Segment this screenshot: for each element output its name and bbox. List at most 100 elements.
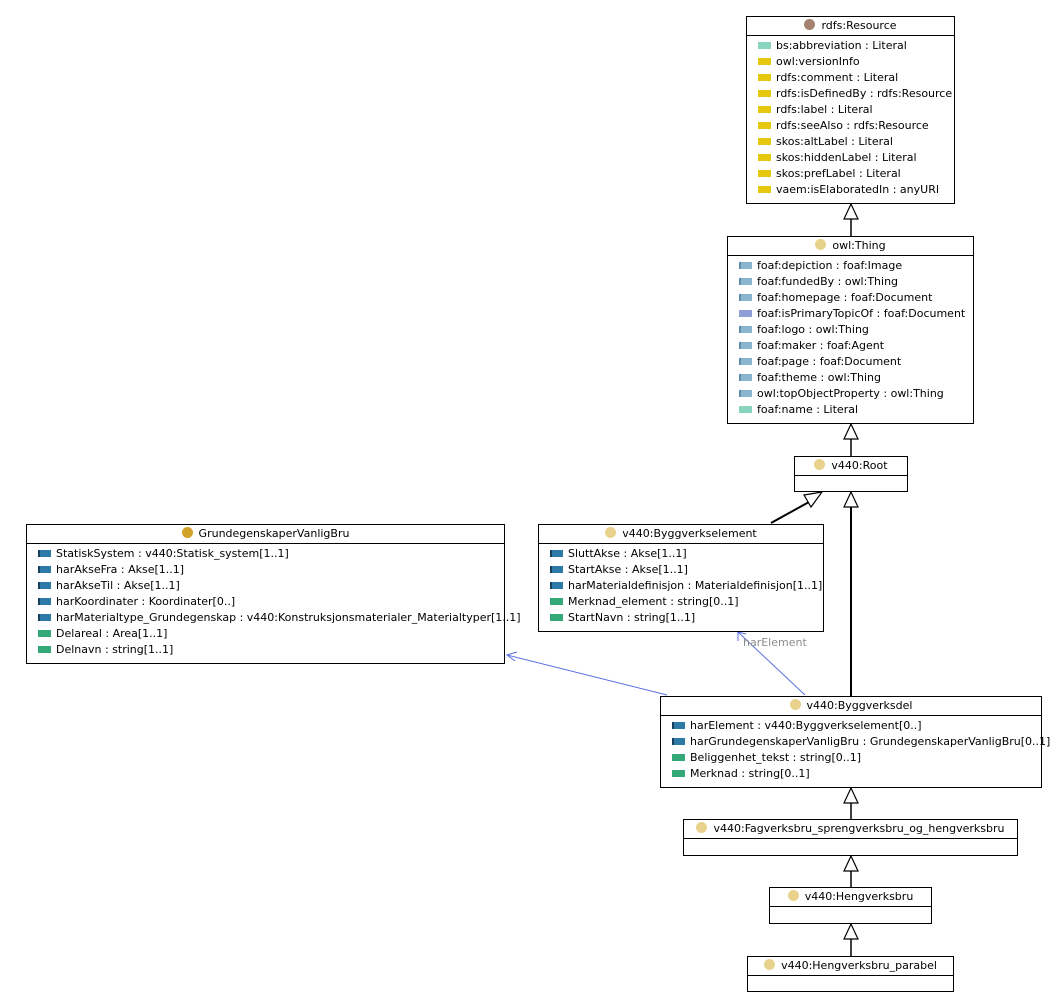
edge-hengverksbru-to-fagverksbru-arrowhead — [843, 854, 859, 872]
property-label: harGrundegenskaperVanligBru : Grundegens… — [690, 735, 1051, 748]
property-label: foaf:homepage : foaf:Document — [757, 291, 933, 304]
property-label: Merknad : string[0..1] — [690, 767, 810, 780]
property-row[interactable]: harGrundegenskaperVanligBru : Grundegens… — [672, 734, 1050, 750]
class-circle-icon — [181, 527, 193, 538]
class-box-fagverksbru[interactable]: v440:Fagverksbru_sprengverksbru_og_hengv… — [683, 819, 1018, 856]
object-property-icon — [739, 262, 752, 269]
edge-fagverksbru-to-byggverksdel-arrowhead — [843, 786, 859, 804]
property-list: harElement : v440:Byggverkselement[0..] h… — [661, 716, 1050, 784]
property-label: foaf:theme : owl:Thing — [757, 371, 881, 384]
property-row[interactable]: Delareal : Area[1..1] — [38, 626, 504, 642]
property-row[interactable]: rdfs:seeAlso : rdfs:Resource — [758, 118, 954, 134]
annotation-property-icon — [758, 90, 771, 97]
property-row[interactable]: harElement : v440:Byggverkselement[0..] — [672, 718, 1041, 734]
class-header: v440:Hengverksbru_parabel — [748, 957, 953, 976]
property-row[interactable]: vaem:isElaboratedIn : anyURI — [758, 182, 954, 198]
property-row[interactable]: skos:altLabel : Literal — [758, 134, 954, 150]
property-label: foaf:depiction : foaf:Image — [757, 259, 903, 272]
property-row[interactable]: foaf:page : foaf:Document — [739, 354, 973, 370]
class-box-byggverksdel[interactable]: v440:Byggverksdel harElement : v440:Bygg… — [660, 696, 1050, 788]
property-row[interactable]: Merknad : string[0..1] — [672, 766, 1041, 782]
annotation-property-icon — [758, 58, 771, 65]
property-row[interactable]: harAkseFra : Akse[1..1] — [38, 562, 504, 578]
property-row[interactable]: foaf:fundedBy : owl:Thing — [739, 274, 973, 290]
object-property-icon — [739, 374, 752, 381]
property-row[interactable]: rdfs:label : Literal — [758, 102, 954, 118]
property-row[interactable]: owl:versionInfo — [758, 54, 954, 70]
property-label: foaf:page : foaf:Document — [757, 355, 902, 368]
property-row[interactable]: harMaterialtype_Grundegenskap : v440:Kon… — [38, 610, 521, 626]
property-row[interactable]: harMaterialdefinisjon : Materialdefinisj… — [550, 578, 823, 594]
property-list: foaf:depiction : foaf:Image foaf:fundedBy… — [728, 256, 973, 420]
class-title: v440:Byggverksdel — [806, 699, 913, 712]
property-label: foaf:isPrimaryTopicOf : foaf:Document — [757, 307, 966, 320]
property-label: SluttAkse : Akse[1..1] — [568, 547, 687, 560]
class-box-grundegenskaper-vanlig-bru[interactable]: GrundegenskaperVanligBru StatiskSystem :… — [26, 524, 521, 664]
property-row[interactable]: bs:abbreviation : Literal — [758, 38, 954, 54]
property-label: harMaterialtype_Grundegenskap : v440:Kon… — [56, 611, 521, 624]
property-row[interactable]: StatiskSystem : v440:Statisk_system[1..1… — [38, 546, 504, 562]
property-row[interactable]: SluttAkse : Akse[1..1] — [550, 546, 823, 562]
property-label: rdfs:seeAlso : rdfs:Resource — [776, 119, 929, 132]
property-label: StartNavn : string[1..1] — [568, 611, 696, 624]
class-header: v440:Byggverksdel — [661, 697, 1041, 716]
property-row[interactable]: rdfs:isDefinedBy : rdfs:Resource — [758, 86, 954, 102]
class-circle-icon — [787, 890, 799, 901]
property-row[interactable]: rdfs:comment : Literal — [758, 70, 954, 86]
property-label: Delareal : Area[1..1] — [56, 627, 168, 640]
property-label: rdfs:comment : Literal — [776, 71, 899, 84]
edge-label-harElement: harElement — [743, 636, 807, 649]
class-header: v440:Byggverkselement — [539, 525, 823, 544]
property-row[interactable]: owl:topObjectProperty : owl:Thing — [739, 386, 973, 402]
property-row[interactable]: Beliggenhet_tekst : string[0..1] — [672, 750, 1041, 766]
property-row[interactable]: harKoordinater : Koordinater[0..] — [38, 594, 504, 610]
property-row[interactable]: foaf:depiction : foaf:Image — [739, 258, 973, 274]
object-property-icon — [739, 278, 752, 285]
property-label: foaf:logo : owl:Thing — [757, 323, 869, 336]
object-property-icon — [38, 566, 51, 573]
property-label: rdfs:isDefinedBy : rdfs:Resource — [776, 87, 953, 100]
property-row[interactable]: StartAkse : Akse[1..1] — [550, 562, 823, 578]
edge-harGrundegenskaper-arrowhead — [505, 651, 518, 662]
property-row[interactable]: skos:hiddenLabel : Literal — [758, 150, 954, 166]
property-row[interactable]: foaf:name : Literal — [739, 402, 973, 418]
property-row[interactable]: harAkseTil : Akse[1..1] — [38, 578, 504, 594]
edge-byggverksdel-to-root-arrowhead — [843, 490, 859, 508]
data-property-icon — [38, 630, 51, 637]
class-circle-icon — [696, 822, 708, 833]
property-row[interactable]: foaf:homepage : foaf:Document — [739, 290, 973, 306]
data-property-icon — [550, 614, 563, 621]
property-row[interactable]: foaf:isPrimaryTopicOf : foaf:Document — [739, 306, 973, 322]
property-list: StatiskSystem : v440:Statisk_system[1..1… — [27, 544, 521, 660]
annotation-property-icon — [758, 74, 771, 81]
edge-byggverkselement-to-root-arrowhead — [803, 491, 824, 509]
class-box-hengverksbru-parabel[interactable]: v440:Hengverksbru_parabel — [747, 956, 954, 992]
class-box-root[interactable]: v440:Root — [794, 456, 908, 492]
class-circle-icon — [789, 699, 801, 710]
property-label: harKoordinater : Koordinater[0..] — [56, 595, 236, 608]
property-label: Delnavn : string[1..1] — [56, 643, 174, 656]
class-header: v440:Root — [795, 457, 907, 476]
property-row[interactable]: StartNavn : string[1..1] — [550, 610, 823, 626]
class-title: owl:Thing — [832, 239, 886, 252]
class-box-hengverksbru[interactable]: v440:Hengverksbru — [769, 887, 932, 924]
edge-harElement — [737, 631, 806, 696]
object-property-icon — [38, 598, 51, 605]
object-property-icon — [672, 722, 685, 729]
property-row[interactable]: foaf:logo : owl:Thing — [739, 322, 973, 338]
property-row[interactable]: Merknad_element : string[0..1] — [550, 594, 823, 610]
edge-root-to-thing-arrowhead — [843, 422, 859, 440]
property-label: harAkseTil : Akse[1..1] — [56, 579, 180, 592]
property-row[interactable]: skos:prefLabel : Literal — [758, 166, 954, 182]
class-box-byggverkselement[interactable]: v440:Byggverkselement SluttAkse : Akse[1… — [538, 524, 824, 632]
property-row[interactable]: Delnavn : string[1..1] — [38, 642, 504, 658]
property-label: vaem:isElaboratedIn : anyURI — [776, 183, 940, 196]
data-property-icon — [38, 646, 51, 653]
property-row[interactable]: foaf:maker : foaf:Agent — [739, 338, 973, 354]
property-label: harElement : v440:Byggverkselement[0..] — [690, 719, 922, 732]
class-circle-icon — [764, 959, 776, 970]
property-row[interactable]: foaf:theme : owl:Thing — [739, 370, 973, 386]
